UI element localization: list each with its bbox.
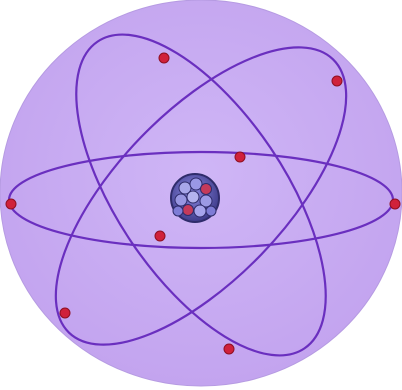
neutron [194, 205, 206, 217]
neutron [206, 206, 216, 216]
electron [159, 53, 169, 63]
electron [155, 231, 165, 241]
neutron [173, 206, 183, 216]
electron [60, 308, 70, 318]
electron [6, 199, 16, 209]
proton [183, 205, 194, 216]
neutron [187, 191, 199, 203]
electron [332, 76, 342, 86]
electron [235, 152, 245, 162]
electron [224, 344, 234, 354]
electron [390, 199, 400, 209]
proton [201, 184, 212, 195]
nucleus [171, 174, 219, 222]
neutron [175, 194, 187, 206]
